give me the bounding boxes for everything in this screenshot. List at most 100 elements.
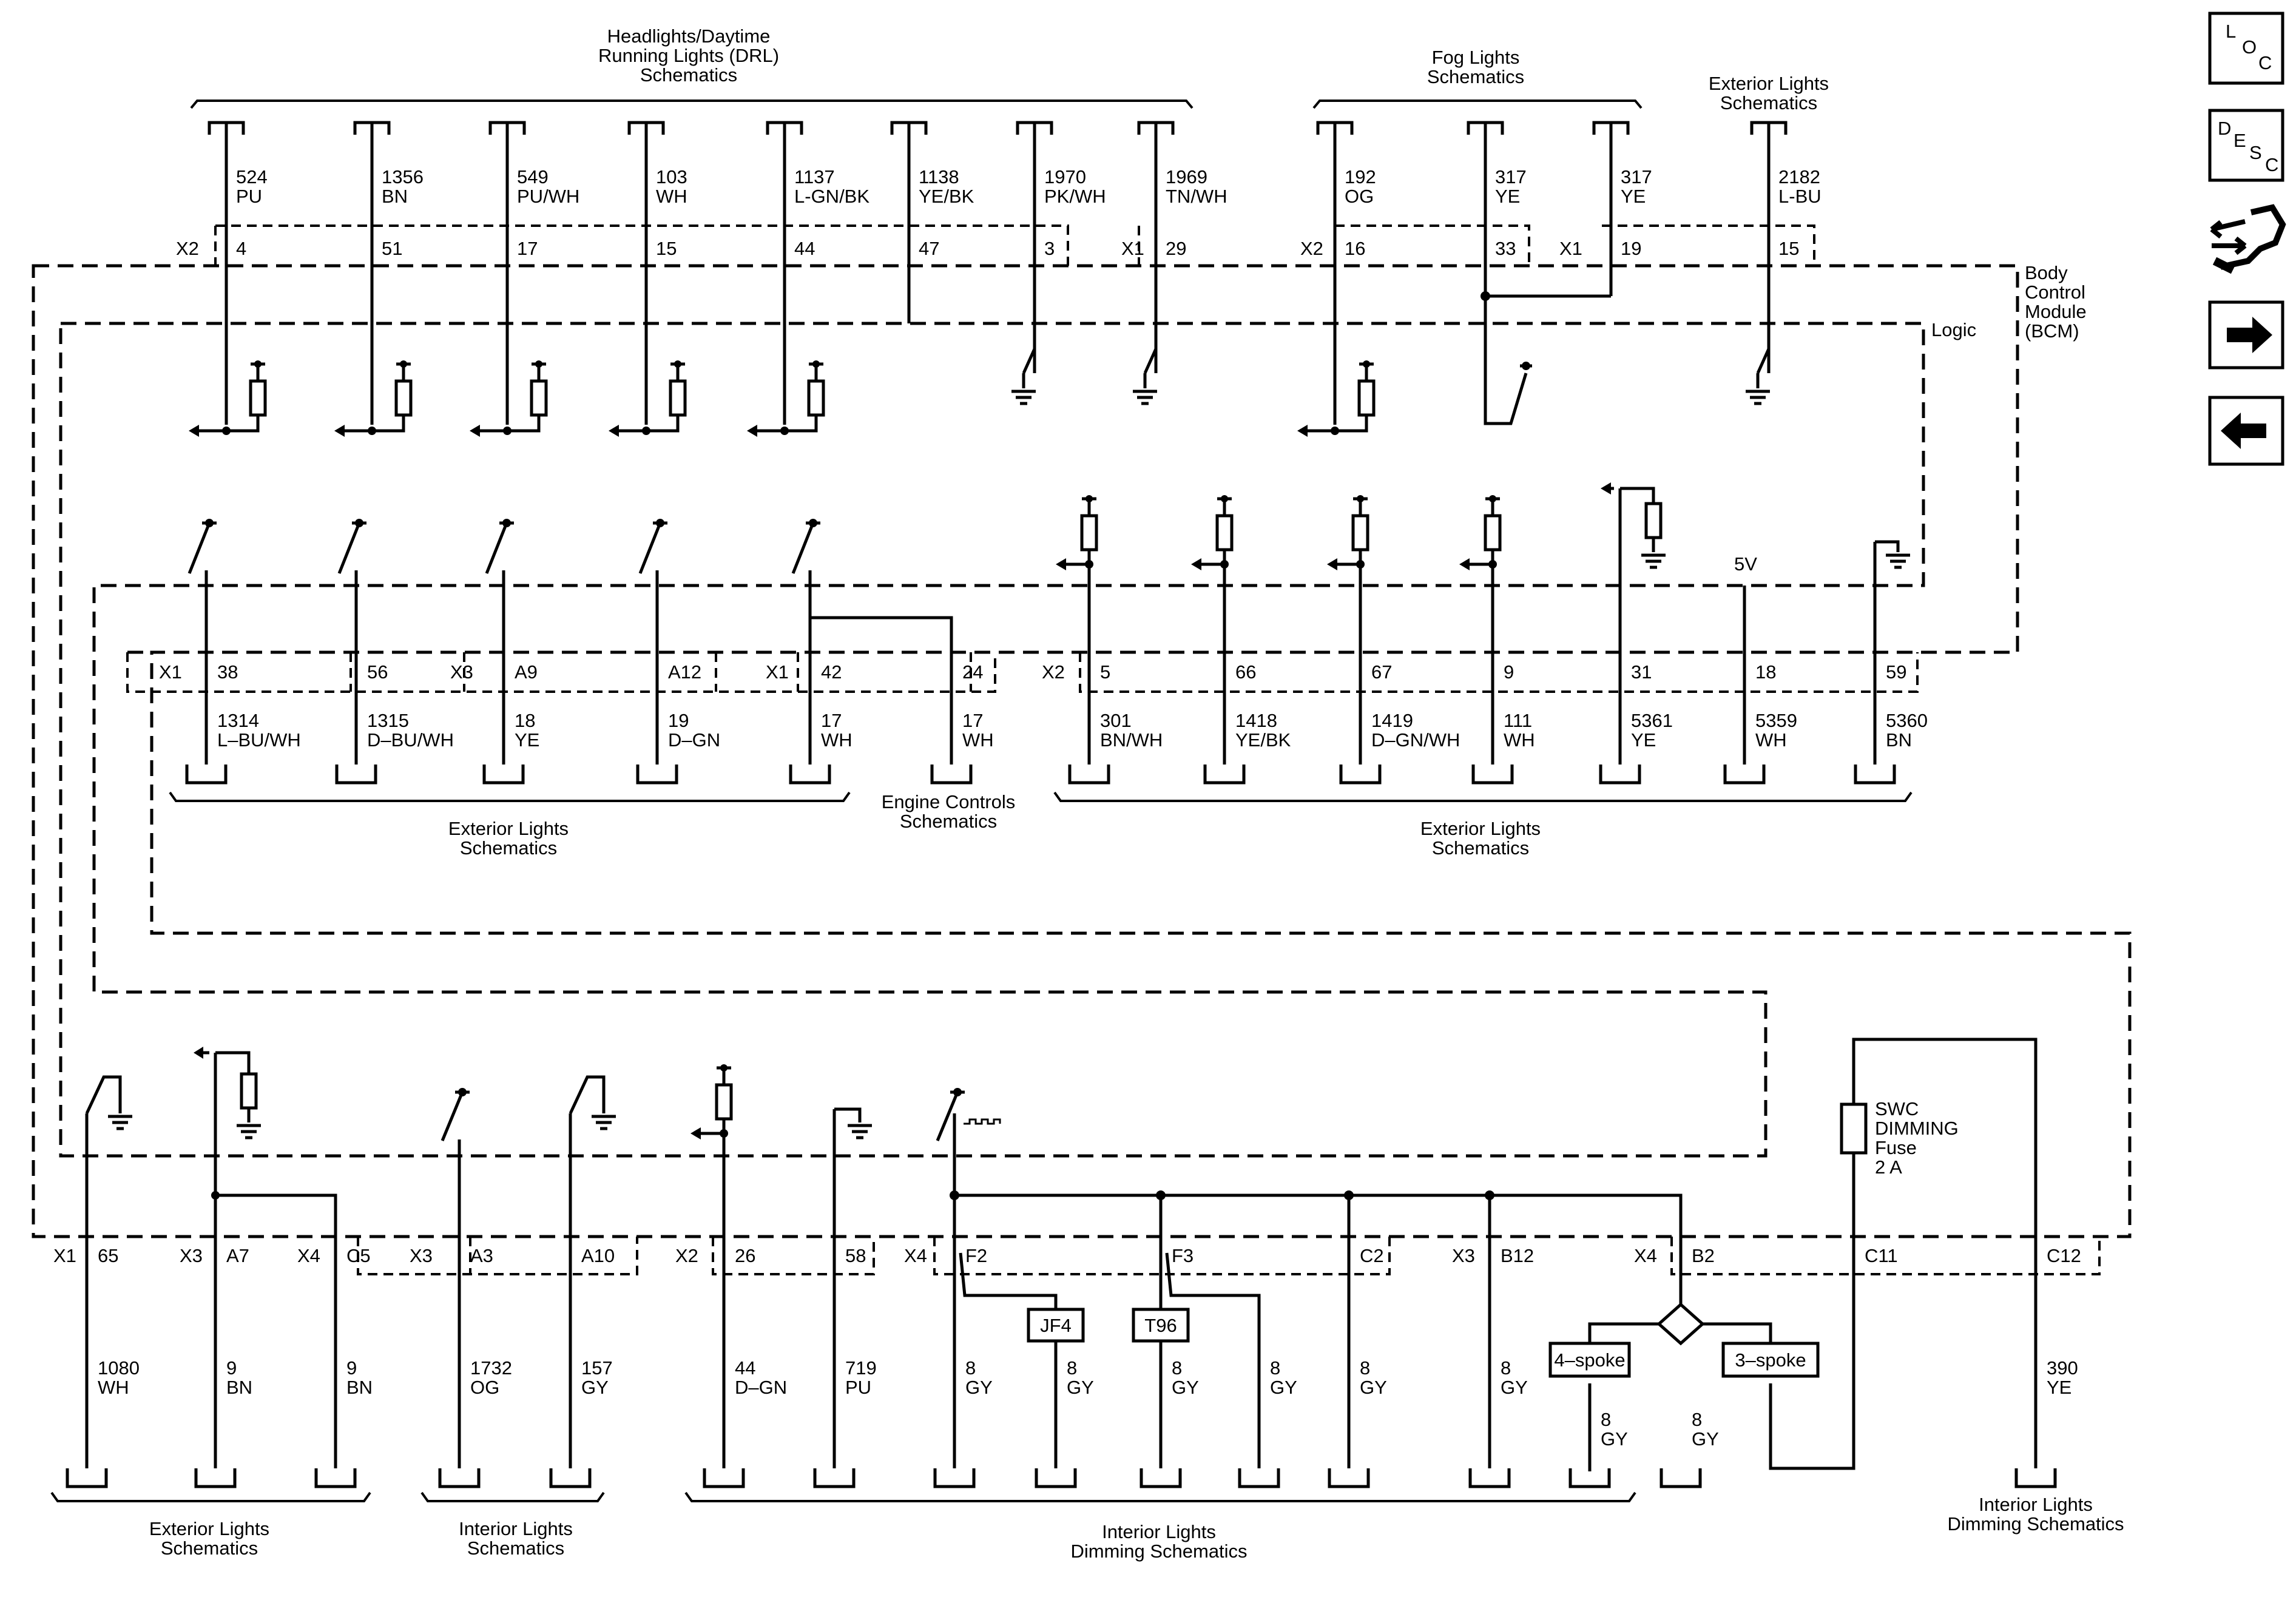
bottom-ref-interior-dimming-right[interactable]: Interior Lights Dimming Schematics <box>1947 1494 2124 1534</box>
desc-button[interactable]: D E S C <box>2208 109 2284 182</box>
fog-junction <box>1481 291 1611 425</box>
connector-x2: X2 <box>1042 661 1065 683</box>
bcm-boundary <box>32 264 2132 1238</box>
connector-tool-icon[interactable] <box>2210 204 2286 274</box>
svg-text:Headlights/Daytime: Headlights/Daytime <box>607 25 771 47</box>
circuit-number: 1356 <box>382 166 424 187</box>
circuit-number: 1315 <box>367 710 409 731</box>
loc-button[interactable]: L O C <box>2208 12 2284 85</box>
bottom-ref-interior-dimming[interactable]: Interior Lights Dimming Schematics <box>684 1491 1636 1562</box>
pin-number: 33 <box>1495 238 1516 259</box>
svg-text:Exterior Lights: Exterior Lights <box>149 1518 269 1539</box>
wire-color: WH <box>1755 729 1787 751</box>
mid-ref-exterior-left[interactable]: Exterior Lights Schematics <box>169 791 851 859</box>
wire-17-wh-tie <box>810 616 953 765</box>
pin-number: 17 <box>517 238 538 259</box>
wire-color: D–GN <box>668 729 720 751</box>
wire-color: L-GN/BK <box>794 186 869 207</box>
mid-ref-exterior-right[interactable]: Exterior Lights Schematics <box>1053 791 1913 859</box>
wire-color: GY <box>1601 1428 1628 1450</box>
svg-text:Exterior Lights: Exterior Lights <box>1420 818 1541 839</box>
svg-text:(BCM): (BCM) <box>2025 320 2079 342</box>
pin-number: 19 <box>1621 238 1641 259</box>
pin-number: 24 <box>962 661 983 683</box>
connector-x2: X2 <box>1300 238 1323 259</box>
pin-number: 15 <box>656 238 677 259</box>
top-ref-exterior-lights[interactable]: Exterior Lights Schematics <box>1709 73 1829 113</box>
pin-number: 67 <box>1371 661 1392 683</box>
mid-ref-engine-controls[interactable]: Engine Controls Schematics <box>882 791 1016 832</box>
svg-text:Interior Lights: Interior Lights <box>1102 1521 1216 1542</box>
svg-text:Schematics: Schematics <box>460 837 557 859</box>
svg-text:Schematics: Schematics <box>1427 66 1524 87</box>
top-ref-fog-lights[interactable]: Fog Lights Schematics <box>1312 47 1643 109</box>
svg-text:SWC: SWC <box>1875 1098 1919 1119</box>
wire-color: GY <box>581 1377 609 1398</box>
pin-number: 9 <box>1504 661 1514 683</box>
bottom-ref-exterior-lights[interactable]: Exterior Lights Schematics <box>50 1491 371 1559</box>
mid-wires: 381314L–BU/WH561315D–BU/WHA918YEA1219D–G… <box>185 482 1928 785</box>
circuit-number: 44 <box>735 1357 755 1379</box>
option-4-spoke[interactable]: 4–spoke <box>1548 1342 1631 1378</box>
mid-connectors: X1 X3 X1 X2 <box>126 652 1919 693</box>
circuit-number: 8 <box>1692 1409 1702 1430</box>
pin-number: A12 <box>668 661 701 683</box>
pin-number: 31 <box>1631 661 1652 683</box>
circuit-number: 1969 <box>1166 166 1207 187</box>
wire-color: WH <box>821 729 853 751</box>
bottom-ref-interior-lights[interactable]: Interior Lights Schematics <box>420 1491 605 1559</box>
circuit-number: 317 <box>1495 166 1527 187</box>
circuit-number: 18 <box>515 710 535 731</box>
svg-text:C: C <box>2265 154 2278 175</box>
wire-color: PK/WH <box>1044 186 1106 207</box>
splice-jf4[interactable]: JF4 <box>1027 1308 1085 1343</box>
wire-color: OG <box>1345 186 1374 207</box>
option-3-spoke[interactable]: 3–spoke <box>1721 1342 1820 1378</box>
wire-color: YE <box>1621 186 1646 207</box>
connector-x2: X2 <box>176 238 199 259</box>
pin-number: 66 <box>1235 661 1256 683</box>
bottom-wire-column: 8GY <box>1568 1409 1628 1488</box>
splice-t96[interactable]: T96 <box>1132 1308 1190 1343</box>
circuit-number: 157 <box>581 1357 613 1379</box>
wire-color: YE <box>2047 1377 2071 1398</box>
pin-number: 47 <box>919 238 939 259</box>
forward-arrow-icon[interactable] <box>2208 300 2284 370</box>
circuit-number: 719 <box>845 1357 877 1379</box>
wire-color: YE <box>515 729 539 751</box>
back-arrow-icon[interactable] <box>2208 396 2284 466</box>
svg-text:JF4: JF4 <box>1040 1315 1072 1336</box>
connector-x3: X3 <box>450 661 473 683</box>
svg-text:Schematics: Schematics <box>1720 92 1817 113</box>
top-ref-headlights[interactable]: Headlights/Daytime Running Lights (DRL) … <box>190 25 1194 109</box>
svg-text:Interior Lights: Interior Lights <box>459 1518 573 1539</box>
bottom-wire-column: 8GY <box>1035 1357 1094 1488</box>
wire-color: BN <box>226 1377 252 1398</box>
svg-text:L: L <box>2226 21 2236 42</box>
wire-color: BN/WH <box>1100 729 1163 751</box>
wire-color: YE/BK <box>919 186 974 207</box>
svg-text:Body: Body <box>2025 262 2068 283</box>
circuit-number: 17 <box>962 710 983 731</box>
circuit-number: 1138 <box>919 166 959 187</box>
circuit-number: 2182 <box>1778 166 1820 187</box>
circuit-number: 5359 <box>1755 710 1797 731</box>
svg-text:Schematics: Schematics <box>900 811 997 832</box>
connector-x2: X2 <box>675 1245 698 1266</box>
wire-color: WH <box>1504 729 1535 751</box>
circuit-number: 8 <box>1172 1357 1182 1379</box>
circuit-number: 9 <box>226 1357 237 1379</box>
circuit-number: 8 <box>1067 1357 1077 1379</box>
